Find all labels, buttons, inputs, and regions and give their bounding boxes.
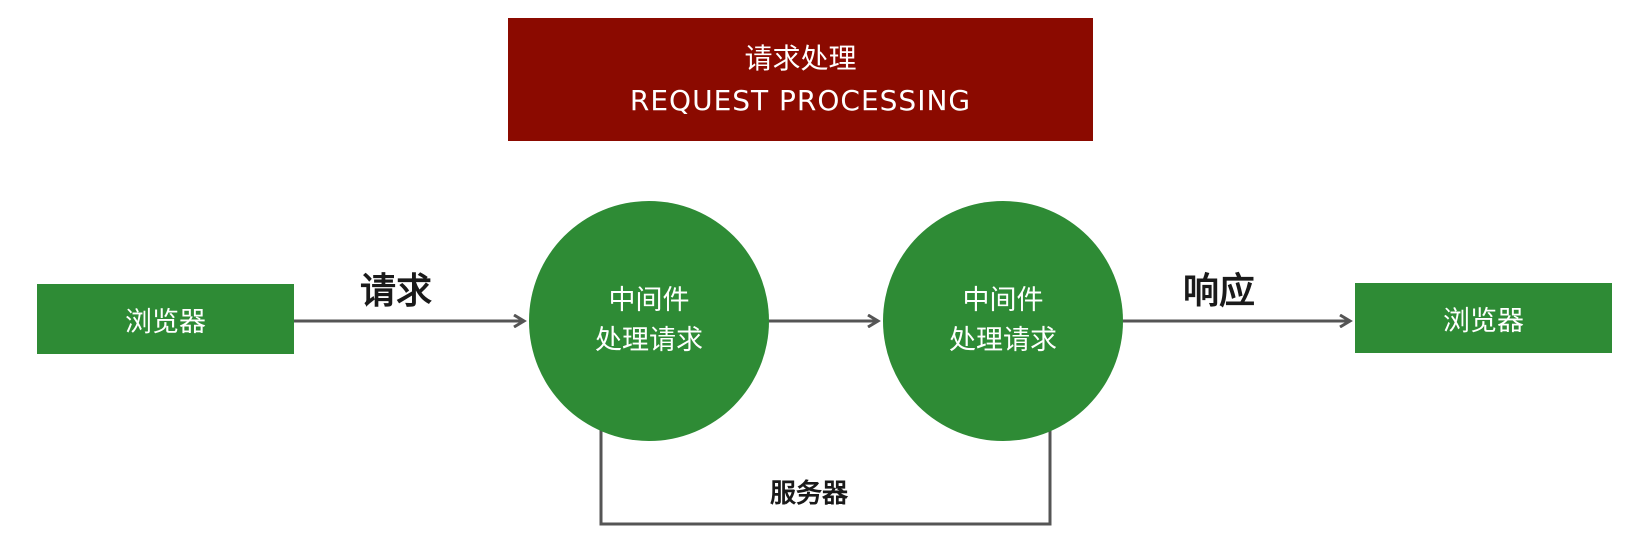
title-banner: 请求处理 REQUEST PROCESSING xyxy=(508,18,1093,141)
middleware-node-1: 中间件 处理请求 xyxy=(529,201,769,441)
browser-node-left: 浏览器 xyxy=(37,284,294,354)
middleware-1-line2: 处理请求 xyxy=(595,325,703,356)
browser-node-right: 浏览器 xyxy=(1355,283,1612,353)
request-label: 请求 xyxy=(360,271,433,312)
browser-left-label: 浏览器 xyxy=(125,306,206,338)
server-label: 服务器 xyxy=(770,479,849,509)
server-bracket xyxy=(599,422,1052,526)
middleware-2-line1: 中间件 xyxy=(962,285,1044,316)
middleware-1-line1: 中间件 xyxy=(608,285,690,316)
title-chinese: 请求处理 xyxy=(744,41,857,75)
middleware-node-2: 中间件 处理请求 xyxy=(883,201,1123,441)
middleware-2-line2: 处理请求 xyxy=(949,325,1057,356)
response-label: 响应 xyxy=(1183,271,1256,312)
browser-right-label: 浏览器 xyxy=(1443,305,1524,337)
title-english: REQUEST PROCESSING xyxy=(629,83,972,117)
